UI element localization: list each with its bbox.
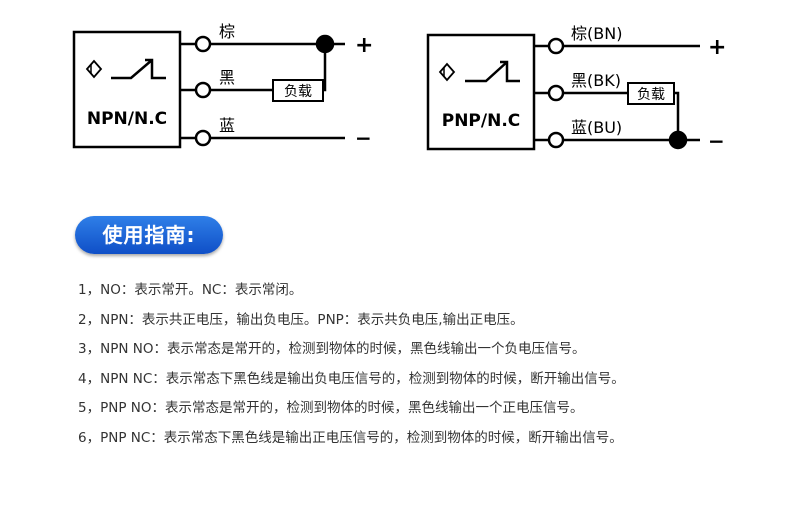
npn-sensor-box	[72, 30, 182, 149]
npn-sensor-symbol-icon	[85, 59, 103, 79]
pnp-brown-label: 棕(BN)	[571, 24, 622, 43]
pnp-plus-label: +	[708, 35, 726, 60]
guide-note-6: 6，PNP NC：表示常态下黑色线是输出正电压信号的，检测到物体的时候，断开输出…	[78, 429, 623, 446]
npn-terminal-brown	[194, 35, 212, 53]
npn-terminal-black	[194, 81, 212, 99]
guide-note-4: 4，NPN NC：表示常态下黑色线是输出负电压信号的，检测到物体的时候，断开输出…	[78, 370, 625, 387]
guide-note-2: 2，NPN：表示共正电压，输出负电压。PNP：表示共负电压,输出正电压。	[78, 311, 524, 328]
npn-box-label: NPN/N.C	[87, 109, 167, 129]
npn-diagram	[72, 30, 345, 149]
guide-note-1: 1，NO：表示常开。NC：表示常闭。	[78, 282, 303, 298]
wiring-diagrams: NPN/N.C 棕 黑 蓝 负载 + − PNP/N.C 棕(BN) 黑(BK)…	[72, 22, 726, 153]
pnp-junction-dot	[668, 130, 688, 150]
pnp-black-label: 黑(BK)	[571, 71, 621, 90]
npn-blue-label: 蓝	[219, 116, 235, 135]
pnp-switch-icon	[465, 60, 520, 83]
pnp-terminal-black	[547, 84, 565, 102]
pnp-blue-label: 蓝(BU)	[571, 118, 622, 137]
npn-brown-label: 棕	[219, 22, 235, 41]
guide-note-3: 3，NPN NO：表示常态是常开的，检测到物体的时候，黑色线输出一个负电压信号。	[78, 341, 586, 357]
pnp-sensor-symbol-icon	[438, 62, 456, 82]
pnp-diagram	[426, 33, 700, 151]
npn-terminal-blue	[194, 129, 212, 147]
guide-note-5: 5，PNP NO：表示常态是常开的，检测到物体的时候，黑色线输出一个正电压信号。	[78, 400, 584, 416]
npn-black-label: 黑	[219, 68, 235, 87]
guide-title-badge: 使用指南:	[75, 216, 223, 254]
npn-junction-dot	[315, 34, 335, 54]
pnp-terminal-brown	[547, 37, 565, 55]
pnp-load-label: 负载	[637, 87, 665, 103]
npn-load-label: 负载	[284, 84, 312, 100]
pnp-sensor-box	[426, 33, 536, 151]
pnp-box-label: PNP/N.C	[442, 111, 521, 131]
pnp-terminal-blue	[547, 131, 565, 149]
npn-switch-icon	[111, 58, 166, 80]
guide-notes-list: 1，NO：表示常开。NC：表示常闭。 2，NPN：表示共正电压，输出负电压。PN…	[78, 276, 778, 453]
npn-minus-label: −	[355, 126, 372, 150]
npn-plus-label: +	[355, 33, 373, 58]
pnp-minus-label: −	[708, 129, 725, 153]
